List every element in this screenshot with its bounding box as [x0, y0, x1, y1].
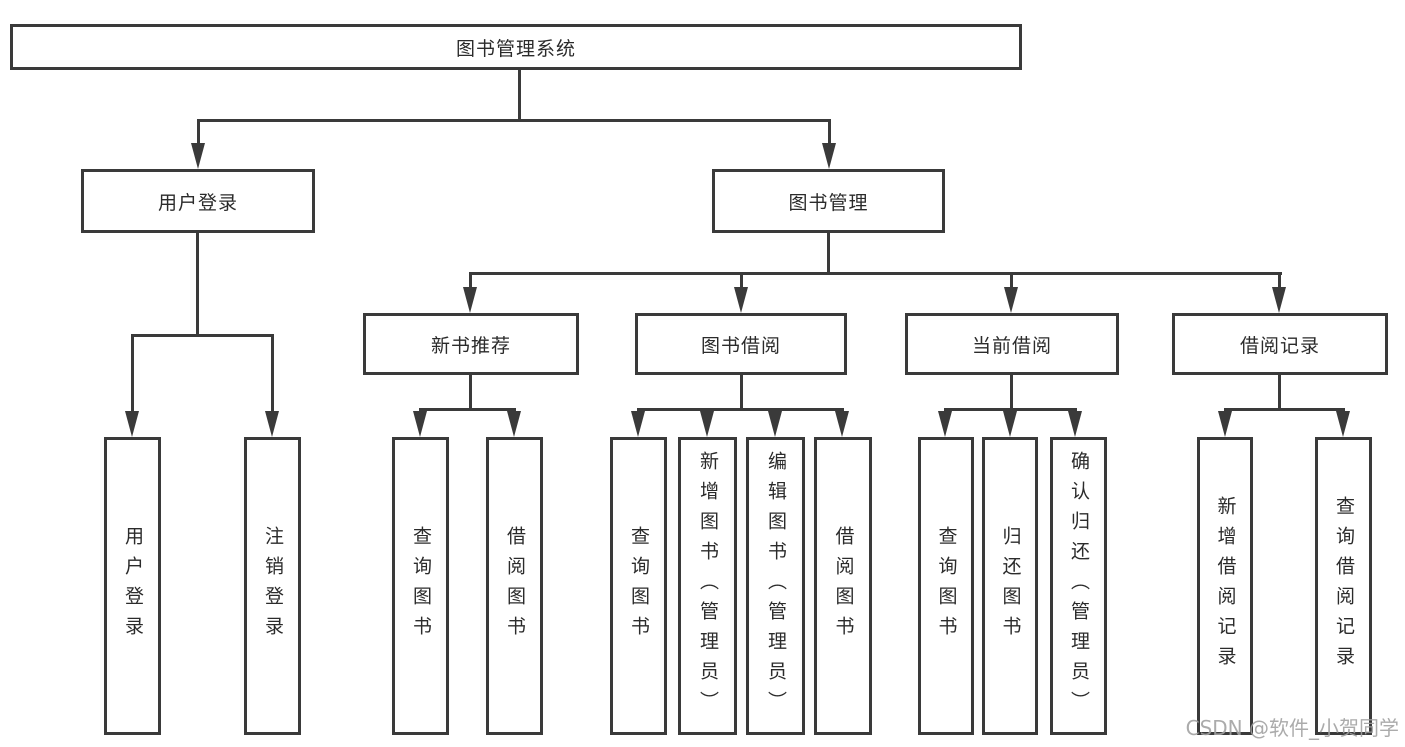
connector-book-borrowing-stem — [740, 375, 743, 411]
connector-book-management-drop — [828, 119, 831, 145]
connector-book-borrowing-drop — [740, 272, 743, 289]
connector-root-branch — [197, 119, 831, 122]
connector-book-borrowing-branch — [637, 408, 844, 411]
connector-borrowing-records-stem — [1278, 375, 1281, 411]
arrow-to-current-borrowing — [1004, 287, 1018, 313]
node-query-books-current: 查询图书 — [918, 437, 974, 735]
connector-new-book-recommend-stem — [469, 375, 472, 411]
connector-book-management-stem — [827, 233, 830, 275]
connector-user-login-branch — [131, 334, 274, 337]
arrow-to-add-books-admin — [700, 411, 714, 437]
connector-new-book-recommend-drop — [469, 272, 472, 289]
connector-logout-drop — [271, 334, 274, 413]
connector-user-login-stem — [196, 233, 199, 337]
arrow-to-query-books-current — [938, 411, 952, 437]
node-return-books: 归还图书 — [982, 437, 1038, 735]
node-new-book-recommend: 新书推荐 — [363, 313, 579, 375]
arrow-to-query-borrowing-record — [1336, 411, 1350, 437]
arrow-to-query-books-recommend — [413, 411, 427, 437]
node-current-borrowing: 当前借阅 — [905, 313, 1119, 375]
arrow-to-book-borrowing — [734, 287, 748, 313]
arrow-to-logout-leaf — [265, 411, 279, 437]
node-borrowing-records: 借阅记录 — [1172, 313, 1388, 375]
connector-root-stem — [518, 70, 521, 122]
arrow-to-borrowing-records — [1272, 287, 1286, 313]
arrow-to-borrow-books — [835, 411, 849, 437]
arrow-to-confirm-return-admin — [1068, 411, 1082, 437]
node-query-books-recommend: 查询图书 — [392, 437, 449, 735]
arrow-to-new-book-recommend — [463, 287, 477, 313]
node-user-login: 用户登录 — [81, 169, 315, 233]
node-add-books-admin: 新增图书（管理员） — [678, 437, 737, 735]
arrow-to-user-login — [191, 143, 205, 169]
connector-current-borrowing-drop — [1010, 272, 1013, 289]
node-confirm-return-admin: 确认归还（管理员） — [1050, 437, 1107, 735]
arrow-to-user-login-leaf — [125, 411, 139, 437]
node-book-management: 图书管理 — [712, 169, 945, 233]
node-root-system: 图书管理系统 — [10, 24, 1022, 70]
node-add-borrowing-record: 新增借阅记录 — [1197, 437, 1253, 735]
node-edit-books-admin: 编辑图书（管理员） — [746, 437, 805, 735]
node-borrow-books: 借阅图书 — [814, 437, 872, 735]
arrow-to-edit-books-admin — [768, 411, 782, 437]
arrow-to-return-books — [1003, 411, 1017, 437]
connector-user-login-drop — [197, 119, 200, 145]
connector-borrowing-records-drop — [1278, 272, 1281, 289]
node-book-borrowing: 图书借阅 — [635, 313, 847, 375]
connector-current-borrowing-stem — [1010, 375, 1013, 411]
node-user-login-leaf: 用户登录 — [104, 437, 161, 735]
node-borrow-books-recommend: 借阅图书 — [486, 437, 543, 735]
arrow-to-query-books-borrowing — [631, 411, 645, 437]
node-query-books-borrowing: 查询图书 — [610, 437, 667, 735]
connector-book-management-branch — [469, 272, 1282, 275]
connector-user-login-leaf-drop — [131, 334, 134, 413]
node-logout-leaf: 注销登录 — [244, 437, 301, 735]
connector-current-borrowing-branch — [944, 408, 1077, 411]
connector-new-book-recommend-branch — [419, 408, 516, 411]
connector-borrowing-records-branch — [1224, 408, 1345, 411]
arrow-to-book-management — [822, 143, 836, 169]
arrow-to-borrow-books-recommend — [507, 411, 521, 437]
arrow-to-add-borrowing-record — [1218, 411, 1232, 437]
watermark: CSDN @软件_小贺同学 — [1185, 716, 1399, 740]
node-query-borrowing-record: 查询借阅记录 — [1315, 437, 1372, 735]
